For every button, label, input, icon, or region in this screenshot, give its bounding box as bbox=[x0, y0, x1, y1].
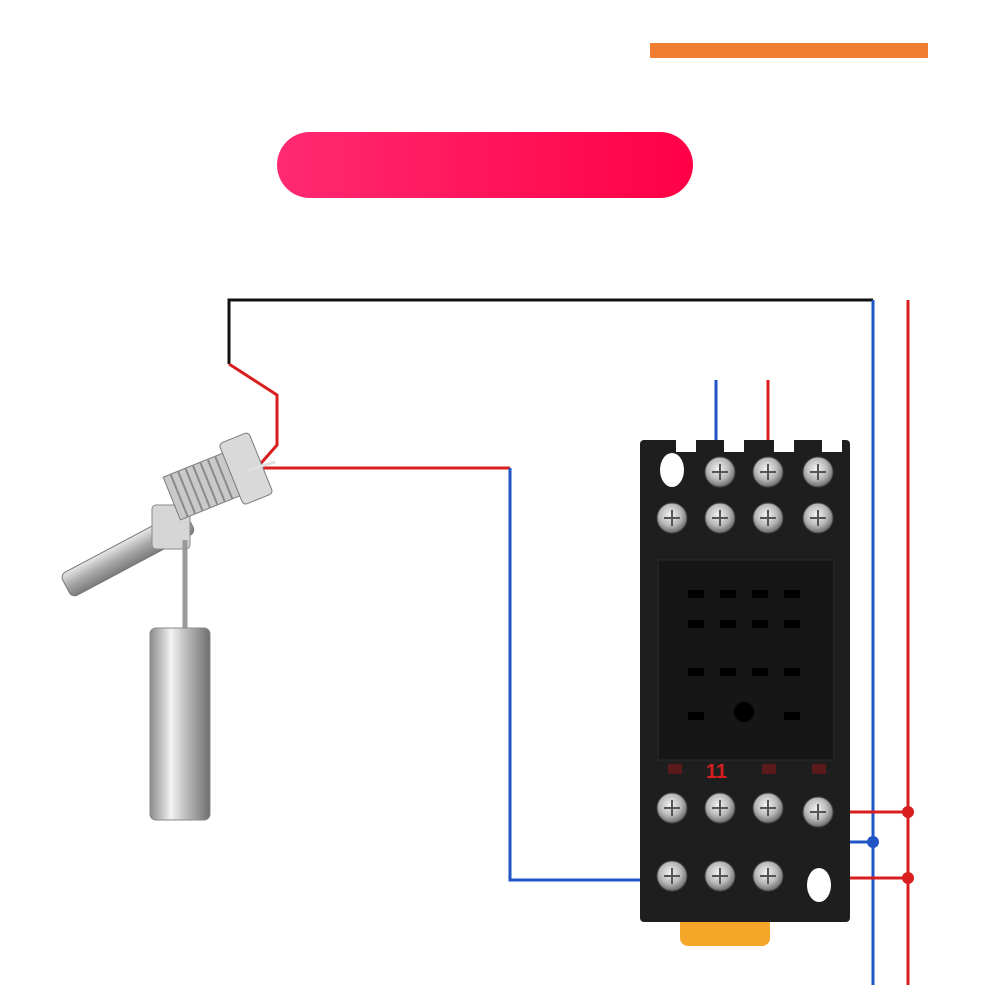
relay-socket-icon: 11 bbox=[640, 440, 850, 946]
junction-dot bbox=[902, 872, 914, 884]
float-switch-icon bbox=[61, 432, 276, 821]
junction-dot bbox=[867, 836, 879, 848]
screw-terminal-icon bbox=[656, 456, 834, 892]
junction-dot bbox=[902, 806, 914, 818]
wire-red-sensor-lead bbox=[228, 362, 279, 471]
wire-black bbox=[227, 298, 873, 364]
banner-pill bbox=[277, 132, 693, 198]
terminal-number-label: 11 bbox=[706, 761, 727, 783]
wire-blue-sensor-out bbox=[508, 468, 660, 882]
accent-bar bbox=[650, 43, 928, 58]
